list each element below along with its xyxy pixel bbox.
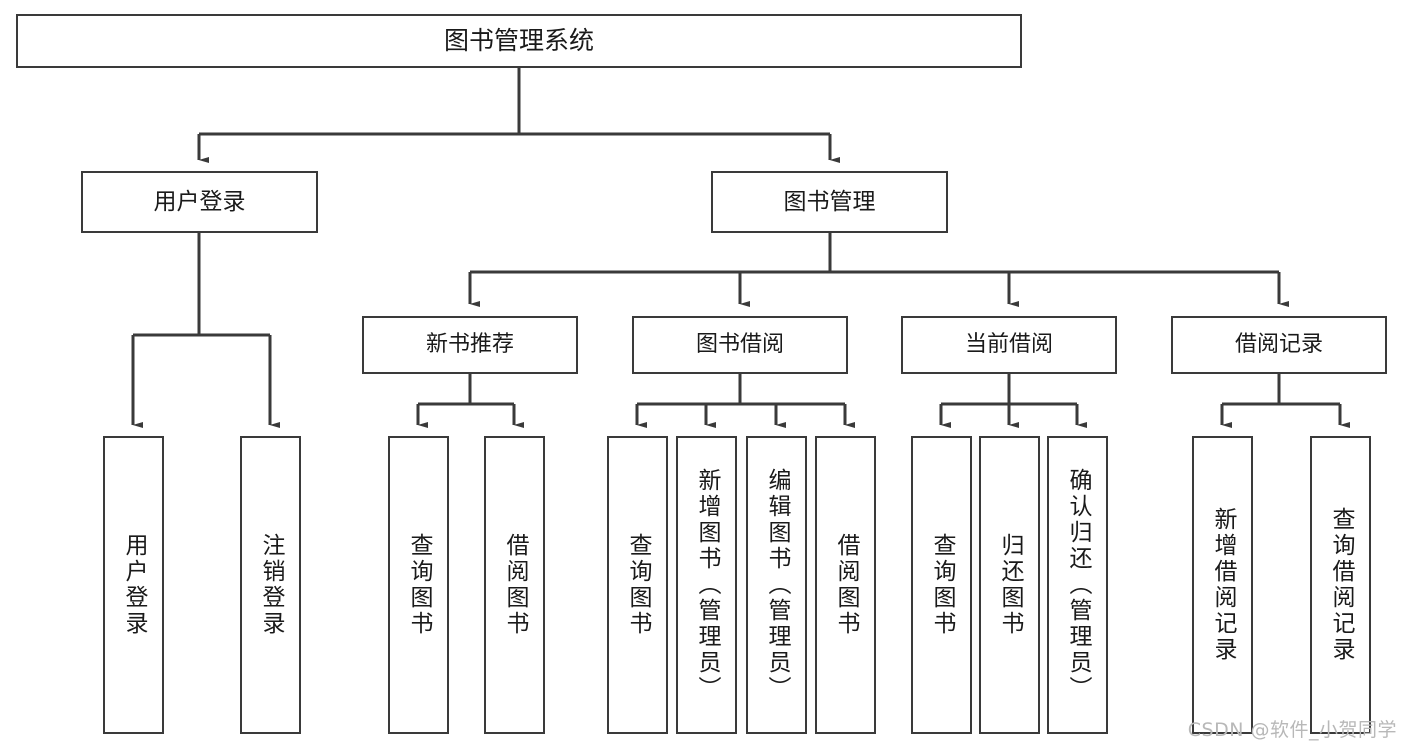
- node-label: 查询图书: [625, 533, 651, 637]
- node-label: 归还图书: [997, 533, 1023, 637]
- watermark-text: CSDN @软件_小贺同学: [1187, 719, 1397, 741]
- node-label: 新书推荐: [425, 331, 514, 357]
- node-label: 借阅图书: [833, 533, 859, 637]
- leaf-user-login-login[interactable]: 用户登录: [103, 436, 164, 734]
- leaf-book-borrow-edit[interactable]: 编辑图书（管理员）: [746, 436, 807, 734]
- leaf-book-borrow-add[interactable]: 新增图书（管理员）: [676, 436, 737, 734]
- node-label: 新增图书（管理员）: [694, 468, 720, 702]
- node-user-login[interactable]: 用户登录: [81, 171, 318, 233]
- leaf-current-borrow-return[interactable]: 归还图书: [979, 436, 1040, 734]
- node-borrow-record[interactable]: 借阅记录: [1171, 316, 1387, 374]
- node-label: 图书借阅: [695, 331, 784, 357]
- node-book-management[interactable]: 图书管理: [711, 171, 948, 233]
- node-label: 查询图书: [929, 533, 955, 637]
- leaf-book-borrow-borrow[interactable]: 借阅图书: [815, 436, 876, 734]
- leaf-user-login-logout[interactable]: 注销登录: [240, 436, 301, 734]
- leaf-book-borrow-query[interactable]: 查询图书: [607, 436, 668, 734]
- leaf-borrow-record-add[interactable]: 新增借阅记录: [1192, 436, 1253, 734]
- node-current-borrow[interactable]: 当前借阅: [901, 316, 1117, 374]
- node-label: 图书管理系统: [443, 25, 594, 55]
- node-new-book-recommend[interactable]: 新书推荐: [362, 316, 578, 374]
- node-label: 用户登录: [121, 533, 147, 637]
- node-label: 用户登录: [153, 188, 246, 215]
- node-label: 新增借阅记录: [1210, 507, 1236, 663]
- leaf-current-borrow-confirm-return[interactable]: 确认归还（管理员）: [1047, 436, 1108, 734]
- node-label: 查询图书: [406, 533, 432, 637]
- node-label: 借阅图书: [502, 533, 528, 637]
- node-label: 确认归还（管理员）: [1065, 468, 1091, 702]
- node-label: 当前借阅: [964, 331, 1053, 357]
- leaf-borrow-record-query[interactable]: 查询借阅记录: [1310, 436, 1371, 734]
- node-label: 图书管理: [783, 188, 876, 215]
- leaf-new-book-query[interactable]: 查询图书: [388, 436, 449, 734]
- leaf-current-borrow-query[interactable]: 查询图书: [911, 436, 972, 734]
- leaf-new-book-borrow[interactable]: 借阅图书: [484, 436, 545, 734]
- node-label: 借阅记录: [1234, 331, 1323, 357]
- node-label: 编辑图书（管理员）: [764, 468, 790, 702]
- node-label: 注销登录: [258, 533, 284, 637]
- node-book-borrow[interactable]: 图书借阅: [632, 316, 848, 374]
- node-label: 查询借阅记录: [1328, 507, 1354, 663]
- node-root-system[interactable]: 图书管理系统: [16, 14, 1022, 68]
